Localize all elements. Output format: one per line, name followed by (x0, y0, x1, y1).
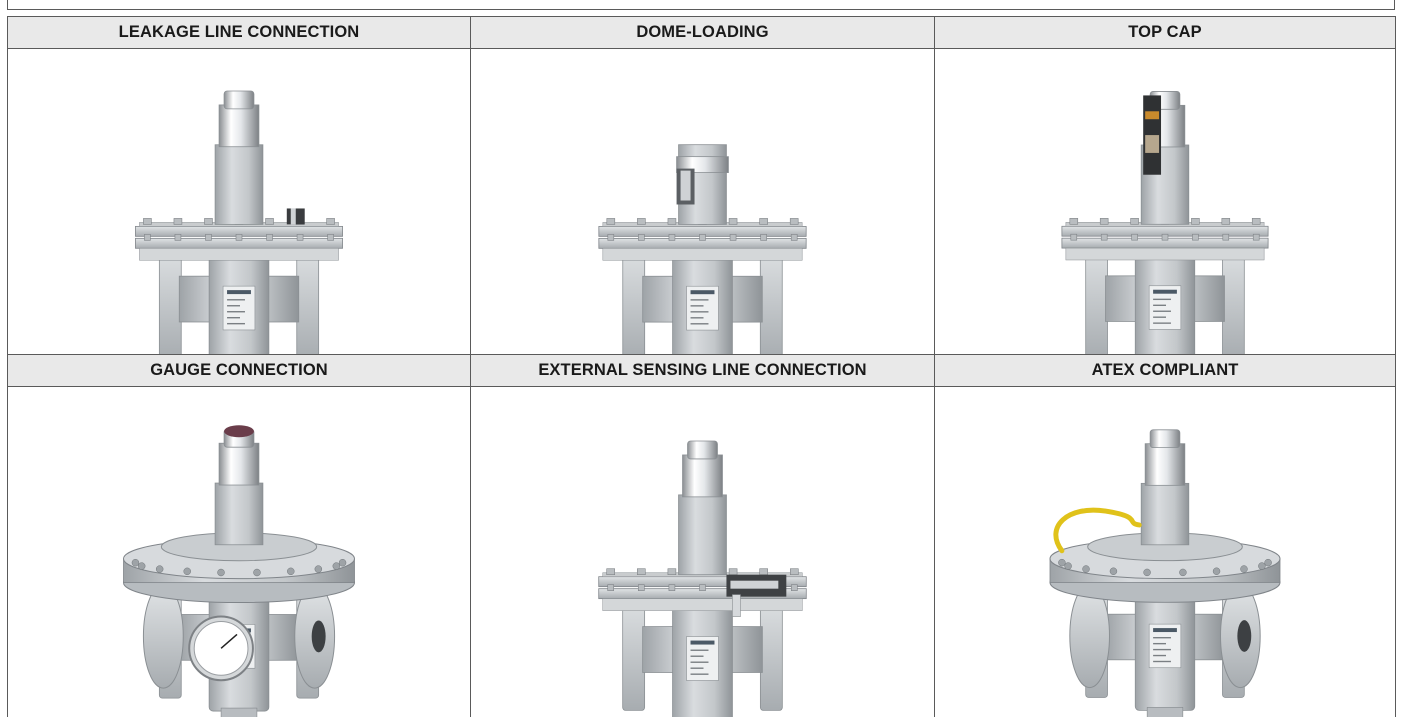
image-row (7, 386, 1396, 717)
options-table: LEAKAGE LINE CONNECTION DOME-LOADING TOP… (7, 16, 1396, 717)
image-cell-gauge (7, 386, 471, 717)
option-title-leakage: LEAKAGE LINE CONNECTION (7, 16, 471, 49)
header-row: GAUGE CONNECTION EXTERNAL SENSING LINE C… (7, 354, 1396, 387)
image-cell-atex (934, 386, 1396, 717)
regulator-sensing-line-icon (472, 388, 934, 717)
option-title-gauge: GAUGE CONNECTION (7, 354, 471, 387)
image-row (7, 48, 1396, 355)
image-cell-external-sensing (470, 386, 935, 717)
regulator-leakage-line-icon (9, 50, 470, 354)
regulator-top-cap-icon (936, 50, 1395, 354)
option-title-external-sensing: EXTERNAL SENSING LINE CONNECTION (470, 354, 935, 387)
option-title-top-cap: TOP CAP (934, 16, 1396, 49)
image-cell-dome-loading (470, 48, 935, 355)
regulator-atex-icon (936, 388, 1395, 717)
regulator-gauge-icon (9, 388, 470, 717)
option-title-dome-loading: DOME-LOADING (470, 16, 935, 49)
header-row: LEAKAGE LINE CONNECTION DOME-LOADING TOP… (7, 16, 1396, 49)
image-cell-top-cap (934, 48, 1396, 355)
regulator-dome-loading-icon (472, 50, 934, 354)
option-title-atex: ATEX COMPLIANT (934, 354, 1396, 387)
image-cell-leakage (7, 48, 471, 355)
previous-table-edge (7, 0, 1395, 10)
